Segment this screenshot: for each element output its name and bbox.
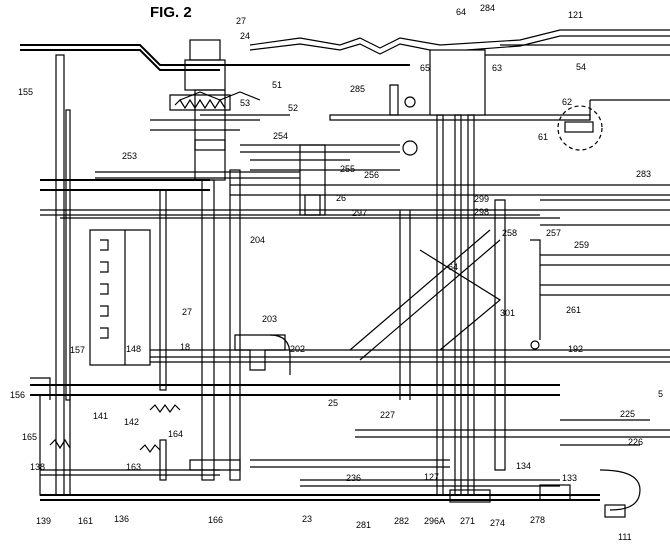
callout-label: 225 [620,409,635,419]
callouts: 27 64 284 121 24 65 63 54 155 51 53 52 2… [10,3,663,542]
callout-label: 282 [394,516,409,526]
callout-label: 165 [22,432,37,442]
callout-label: 259 [574,240,589,250]
callout-label: 274 [490,518,505,528]
callout-label: 62 [562,97,572,107]
callout-label: 161 [78,516,93,526]
callout-label: 141 [93,411,108,421]
callout-label: 299 [474,194,489,204]
callout-label: 156 [10,390,25,400]
callout-label: 255 [340,164,355,174]
callout-label: 192 [568,344,583,354]
callout-label: 142 [124,417,139,427]
callout-label: 52 [288,103,298,113]
callout-label: 283 [636,169,651,179]
callout-label: 202 [290,344,305,354]
callout-label: 258 [502,228,517,238]
callout-label: 254 [273,131,288,141]
callout-label: 301 [500,308,515,318]
callout-label: 204 [250,235,265,245]
callout-label: 54 [576,62,586,72]
callout-label: 163 [126,462,141,472]
mechanism-drawing [20,29,670,518]
callout-label: 296A [424,516,445,526]
callout-label: 111 [618,532,632,542]
callout-label: 157 [70,345,85,355]
callout-label: 253 [122,151,137,161]
callout-label: 127 [424,472,439,482]
callout-label: 64 [456,7,466,17]
callout-label: 27 [236,16,246,26]
callout-label: 297 [352,208,367,218]
callout-label: 24 [240,31,250,41]
callout-label: 271 [460,516,475,526]
callout-label: 261 [566,305,581,315]
callout-label: 227 [380,410,395,420]
callout-label: 25 [328,398,338,408]
callout-label: 23 [302,514,312,524]
callout-label: 134 [516,461,531,471]
callout-label: 136 [114,514,129,524]
callout-label: 203 [262,314,277,324]
callout-label: 285 [350,84,365,94]
callout-label: 5 [658,389,663,399]
callout-label: 18 [180,342,190,352]
callout-label: 284 [480,3,495,13]
callout-label: 27 [182,307,192,317]
callout-label: 51 [272,80,282,90]
callout-label: 298 [474,207,489,217]
callout-label: 281 [356,520,371,530]
callout-label: 26 [336,193,346,203]
callout-label: 166 [208,515,223,525]
figure-title: FIG. 2 [150,4,192,21]
callout-label: 121 [568,10,583,20]
callout-label: 138 [30,462,45,472]
callout-label: 148 [126,344,141,354]
callout-label: 65 [420,63,430,73]
callout-label: 61 [538,132,548,142]
callout-label: 63 [492,63,502,73]
callout-label: 257 [546,228,561,238]
callout-label: 139 [36,516,51,526]
callout-label: 226 [628,437,643,447]
callout-label: 256 [364,170,379,180]
callout-label: 53 [240,98,250,108]
callout-label: 164 [168,429,183,439]
callout-label: 64 [448,262,458,272]
callout-label: 236 [346,473,361,483]
callout-label: 133 [562,473,577,483]
callout-label: 155 [18,87,33,97]
callout-label: 278 [530,515,545,525]
